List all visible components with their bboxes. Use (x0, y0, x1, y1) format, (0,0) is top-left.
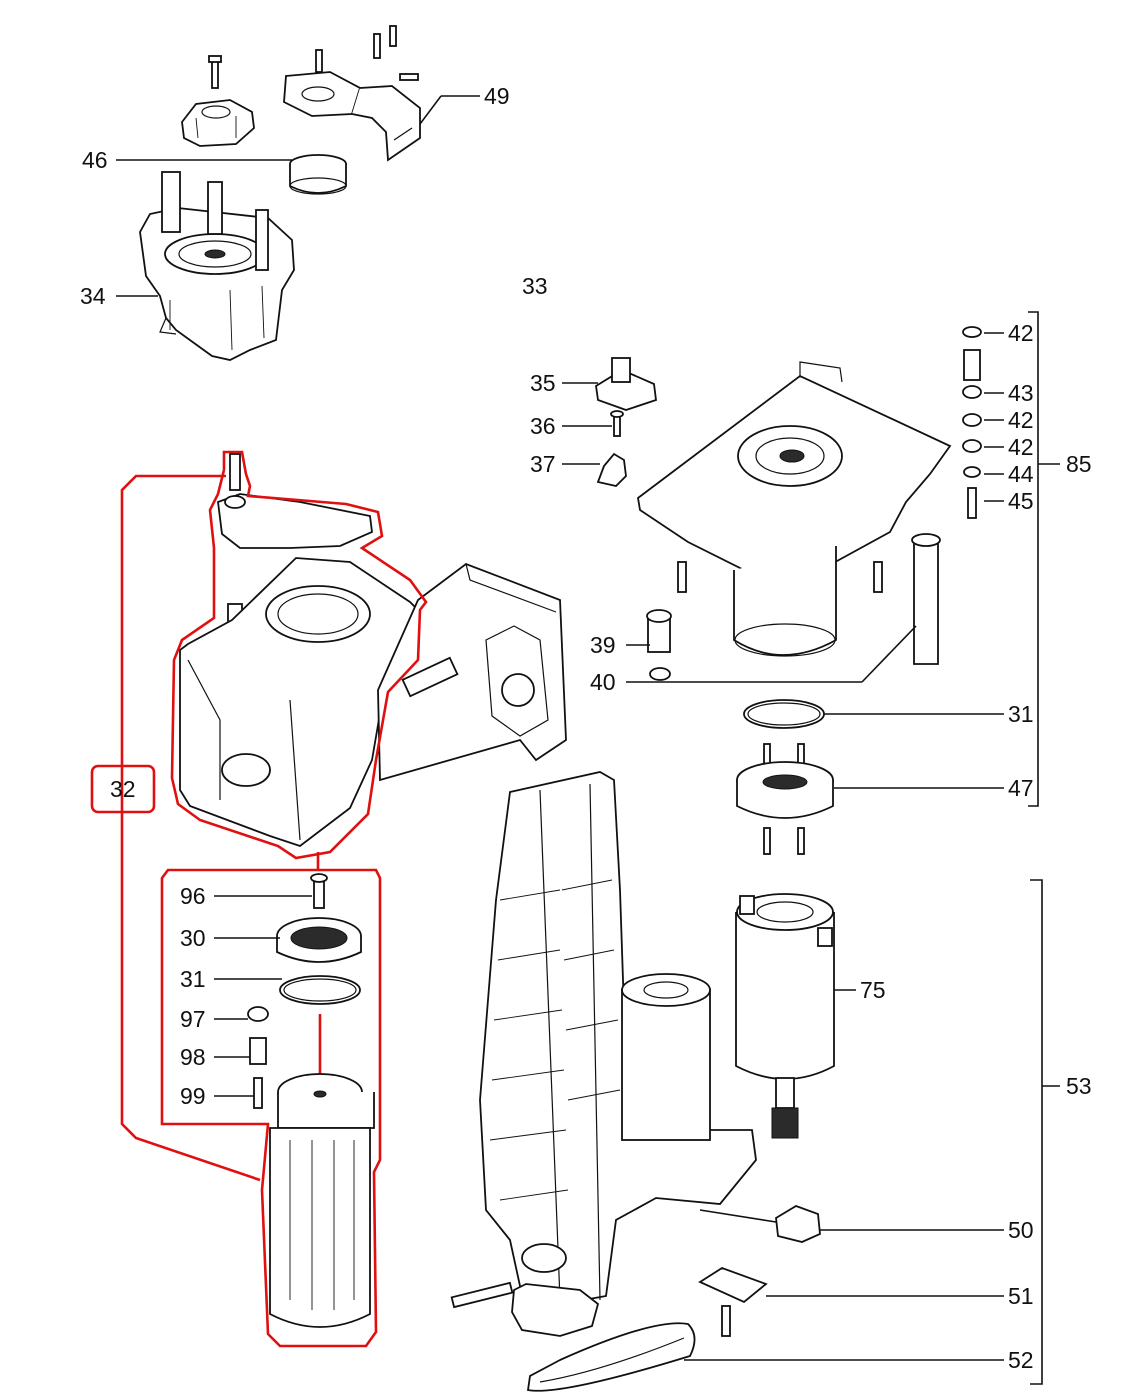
part-47-brake-disc (736, 743, 834, 855)
part-39-gear (646, 609, 672, 653)
part-96-screw (310, 873, 328, 909)
part-31-o-ring-right (743, 699, 825, 729)
part-armature-rotor (269, 1073, 375, 1328)
part-30-brake-plate (276, 917, 362, 963)
part-98-bushing (249, 1037, 267, 1065)
part-53-column-housing (450, 771, 757, 1337)
part-36-screw (610, 410, 624, 437)
callout-98: 98 (180, 1044, 206, 1070)
label-box-32 (90, 764, 156, 814)
callout-32: 32 (110, 776, 136, 802)
callout-53: 53 (1066, 1073, 1092, 1099)
callout-42-mid: 42 (1008, 407, 1034, 433)
callout-47: 47 (1008, 775, 1034, 801)
part-97-nut (247, 1006, 269, 1022)
callout-52: 52 (1008, 1347, 1034, 1373)
part-42-45-fastener-stack (962, 326, 982, 519)
callout-37: 37 (530, 451, 556, 477)
callout-33: 33 (522, 273, 548, 299)
callout-51: 51 (1008, 1283, 1034, 1309)
part-34-gearbox-housing (139, 55, 295, 361)
callout-31-left: 31 (180, 966, 206, 992)
highlight-outline-rotor-group (160, 852, 382, 1348)
callout-36: 36 (530, 413, 556, 439)
callout-85: 85 (1066, 451, 1092, 477)
callout-39: 39 (590, 632, 616, 658)
part-52-belt (526, 1322, 696, 1392)
callout-45: 45 (1008, 488, 1034, 514)
callout-50: 50 (1008, 1217, 1034, 1243)
highlight-bracket-32 (120, 474, 261, 1182)
part-32-head-assembly (179, 453, 567, 848)
callout-31-right: 31 (1008, 701, 1034, 727)
callout-40: 40 (590, 669, 616, 695)
callout-42-low: 42 (1008, 434, 1034, 460)
callout-49: 49 (484, 83, 510, 109)
part-40-washer (649, 667, 671, 681)
callout-35: 35 (530, 370, 556, 396)
part-49-bracket (283, 25, 421, 162)
part-37-clip (596, 452, 627, 487)
callout-99: 99 (180, 1083, 206, 1109)
part-50-switch (699, 1205, 821, 1243)
part-99-bolt (253, 1077, 263, 1109)
part-85-motor-plate (637, 361, 952, 657)
callout-30: 30 (180, 925, 206, 951)
callout-46: 46 (82, 147, 108, 173)
callout-42-top: 42 (1008, 320, 1034, 346)
highlight-outline-32 (170, 450, 428, 860)
part-75-motor (735, 893, 835, 1139)
callout-75: 75 (860, 977, 886, 1003)
part-35-switch (595, 357, 657, 411)
part-46-cup (289, 154, 347, 195)
callout-97: 97 (180, 1006, 206, 1032)
callout-34: 34 (80, 283, 106, 309)
part-31-o-ring-left (279, 975, 361, 1005)
callout-43: 43 (1008, 380, 1034, 406)
callout-96: 96 (180, 883, 206, 909)
callout-44: 44 (1008, 461, 1034, 487)
part-stack-screws (677, 533, 941, 665)
part-51-plate (698, 1267, 768, 1337)
